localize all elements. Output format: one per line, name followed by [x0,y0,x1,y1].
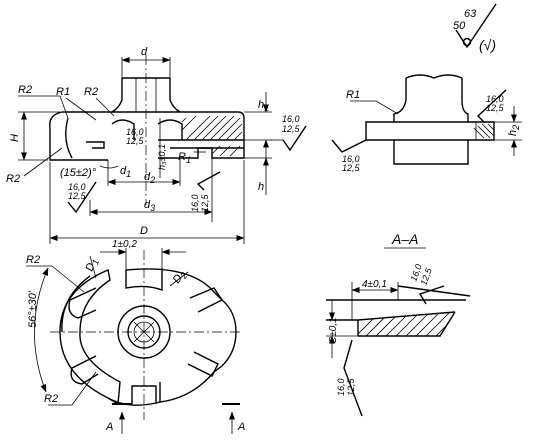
roughness-check-icon [455,3,497,49]
side-rough-a-top: 16,0 [486,94,504,104]
roughness-bottom-value: 50 [453,20,466,32]
plan-width-dim-label: 1±0,2 [112,239,137,250]
sec-rough-a-check-icon [418,285,445,305]
rough-d-check-icon [196,171,221,191]
front-view: d H h1 h 16,0 12,5 h₃±0,1 R1 R1 R2 R2 [6,46,307,244]
rough-d-bot: 12,5 [200,193,210,212]
side-hatch [473,123,495,139]
plan-view: 1±0,2 D1 D2 R2 R2 56°±30′ A A [26,239,245,434]
plan-top-slot [125,268,163,292]
rough-b-top: 16,0 [126,127,144,137]
dim-d3-label: d3 [144,199,155,213]
dim-h3-label: h₃±0,1 [157,144,167,170]
section-hatch-right [181,115,243,157]
plan-slot-upper-left [68,287,97,319]
rough-c-bot: 12,5 [68,191,87,201]
dim-h1-label: h1 [258,99,269,113]
plan-slot-upper-right [189,287,224,313]
side-label-R1: R1 [346,89,360,101]
stem-right-edge [169,78,181,113]
side-outline [365,99,495,165]
plan-angle-arc [34,267,49,393]
plan-angle-label: 56°±30′ [27,290,39,328]
rough-a-check-icon [282,125,307,152]
side-view: R1 16,0 12,5 h2 16,0 12,5 [331,74,522,173]
cavity-left [111,119,135,140]
hub-inner-circle [133,321,155,343]
rough-d-top: 16,0 [190,194,200,212]
label-R2-low: R2 [6,173,20,185]
dim-h2-label: h2 [507,125,521,136]
sec-height-label: C±0,1 [328,317,339,344]
section-letter-right: A [237,421,245,433]
side-rough-b-top: 16,0 [342,154,360,164]
plan-R2-top: R2 [26,254,40,266]
cavity-right [157,119,183,141]
plan-R2-bottom: R2 [44,393,58,405]
section-aa: A–A 4±0,1 16,0 12,5 [326,231,471,417]
dim-d1-label: d1 [120,165,131,179]
roughness-top-value: 63 [464,8,477,20]
rough-c-check-icon [67,181,97,214]
label-R1-top: R1 [56,86,70,98]
roughness-paren-symbol: (√) [479,37,496,53]
plan-bottom-slot [131,385,157,404]
sec-rough-b-check-icon [343,339,363,417]
rough-a-bot: 12,5 [282,124,301,134]
plan-right-outline [125,268,237,403]
section-lower-edge [358,311,456,337]
side-rough-b-bot: 12,5 [342,163,361,173]
plan-D1-label: D1 [84,257,102,274]
hub-mid-circle [127,315,161,349]
rough-a-top: 16,0 [282,114,300,124]
left-slot [86,141,105,149]
dim-H-label: H [9,134,21,142]
sec-width-label: 4±0,1 [362,279,387,290]
rough-b-bot: 12,5 [126,136,145,146]
general-roughness-symbol: 63 50 (√) [453,3,497,53]
dim-h-label: h [258,181,264,193]
section-aa-title: A–A [391,231,418,247]
body-outline-right [62,111,245,159]
section-letter-left: A [105,421,113,433]
left-pocket-arc [65,117,73,159]
plan-slot-lower-left [70,355,99,385]
label-R2-left: R2 [18,84,32,96]
angle-label: (15±2)° [60,167,97,179]
plan-slot-lower-right [187,351,219,377]
rough-c-top: 16,0 [68,182,86,192]
dim-d-label: d [141,46,148,58]
side-rough-b-check-icon [331,139,367,153]
sec-rough-b-top: 16,0 [336,378,346,396]
stem-left-edge [111,78,123,113]
side-break-line [405,74,463,79]
dim-D-label: D [140,225,148,237]
label-R1-lower: R1 [178,151,191,165]
dim-d2-label: d2 [144,171,155,185]
side-rough-a-bot: 12,5 [486,103,505,113]
side-rough-a-check-icon [476,89,507,123]
hub-outer-circle [117,305,171,359]
body-outline-left [49,111,108,161]
label-R2-mid: R2 [84,86,98,98]
